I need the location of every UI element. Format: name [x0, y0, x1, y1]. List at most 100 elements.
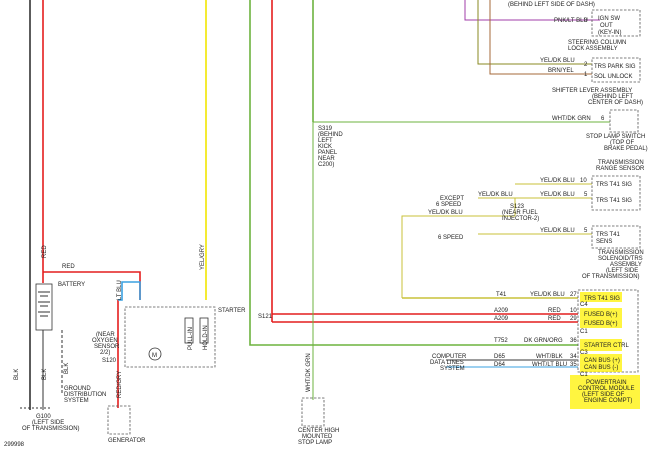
chmsl-1: CENTER HIGH [298, 428, 339, 434]
s319-label-2: (BEHIND [318, 132, 343, 138]
wire-yel-gry: YEL/GRY [200, 244, 206, 270]
wire-d64: D64 [494, 362, 506, 368]
near-o2-2: OXYGEN [92, 338, 118, 344]
trans-sol-3: ASSEMBLY [610, 262, 642, 268]
wire-wht-blk: WHT/BLK [536, 354, 563, 360]
except-6-2: 6 SPEED [436, 202, 462, 208]
wire-wht-lt-blu: WHT/LT BLU [532, 362, 567, 368]
g100-label-3: OF TRANSMISSION) [22, 426, 80, 432]
generator-box [107, 405, 131, 435]
pin-pcm-36: 36 [570, 338, 577, 344]
starter-motor-icon [148, 347, 162, 361]
ground-dist-2: DISTRIBUTION [64, 392, 106, 398]
s319-label-5: PANEL [318, 150, 338, 156]
pcm-conn-4: C1 [580, 372, 588, 378]
wire-t41: T41 [496, 292, 507, 298]
trans-sol-5: OF TRANSMISSION) [582, 274, 640, 280]
trs-park-wire [477, 0, 592, 65]
trs-t41-2: TRS T41 SIG [596, 198, 632, 204]
pcm-conn-1: C4 [580, 302, 588, 308]
near-o2-3: SENSOR [94, 344, 120, 350]
hold-in-coil [199, 317, 209, 344]
wire-yel-dk-blu-5: YEL/DK BLU [540, 228, 575, 234]
pcm-conn-2: C1 [580, 329, 588, 335]
stop-switch-1: STOP LAMP SWITCH [586, 134, 645, 140]
pin-pcm-29: 29 [570, 316, 577, 322]
pcm-pin-2: FUSED B(+) [584, 312, 618, 318]
highlight-starter [580, 339, 622, 351]
s123-label-1: S123 [510, 204, 525, 210]
pin-ign: 3 [584, 18, 588, 24]
trans-sol-2: SOLENOID/TRS [598, 256, 643, 262]
chmsl-3: STOP LAMP [298, 440, 332, 446]
computer-1: COMPUTER [432, 354, 467, 360]
s319-label-4: KICK [318, 144, 332, 150]
pin-trs2: 5 [584, 192, 588, 198]
computer-3: SYSTEM [440, 366, 465, 372]
near-o2-1: (NEAR [96, 332, 115, 338]
highlight-trs [580, 292, 622, 302]
trs-sensor-2: RANGE SENSOR [596, 166, 645, 172]
generator-label: GENERATOR [108, 438, 146, 444]
wire-yel-dk-blu-top: YEL/DK BLU [540, 58, 575, 64]
wire-t752: T752 [494, 338, 508, 344]
shifter-3: CENTER OF DASH) [588, 100, 643, 106]
wire-lt-blu: LT BLU [117, 280, 123, 300]
wire-brn-yel: BRN/YEL [548, 68, 574, 74]
wire-yel-dk-blu-1: YEL/DK BLU [540, 178, 575, 184]
wire-red-2: RED [548, 316, 561, 322]
stop-switch-3: BRAKE PEDAL) [604, 146, 648, 152]
pin-trs-park: 2 [584, 62, 588, 68]
trans-sol-box [591, 225, 641, 249]
s123-label-2: (NEAR FUEL [502, 210, 538, 216]
pin-stop-sw: 6 [601, 116, 605, 122]
pcm-name-1: POWERTRAIN [586, 380, 627, 386]
wire-dk-grn-org: DK GRN/ORG [524, 338, 563, 344]
ign-sw-wire [464, 0, 600, 21]
wire-red-1: RED [548, 308, 561, 314]
wire-blk-2: BLK [42, 369, 48, 380]
computer-2: DATA LINES [430, 360, 464, 366]
steering-2: LOCK ASSEMBLY [568, 46, 618, 52]
s319-label-6: NEAR [318, 156, 335, 162]
trans-sol-1: TRANSMISSION [598, 250, 644, 256]
trs-t41-sens-2: SENS [596, 239, 612, 245]
s319-label-1: S319 [318, 126, 333, 132]
trs-t41-1: TRS T41 SIG [596, 182, 632, 188]
wire-blk-1: BLK [14, 369, 20, 380]
stop-lamp-box [301, 397, 325, 427]
wire-a209-2: A209 [494, 316, 509, 322]
motor-letter: M [152, 353, 157, 359]
hold-in-label: HOLD-IN [203, 325, 209, 350]
ign-sw-2: OUT [600, 23, 613, 29]
s120-label: S120 [102, 358, 117, 364]
stop-switch-box [609, 109, 639, 133]
wire-yel-dk-blu-3: YEL/DK BLU [478, 192, 513, 198]
sol-unlock-wire [489, 0, 592, 75]
lt-blu-wire [118, 281, 141, 301]
shifter-1: SHIFTER LEVER ASSEMBLY [552, 88, 632, 94]
wire-yel-dk-blu-2: YEL/DK BLU [540, 192, 575, 198]
wire-red: RED [62, 264, 75, 270]
battery-symbol [35, 283, 53, 331]
highlight-fused [580, 308, 622, 328]
pcm-pin-5: CAN BUS (+) [584, 358, 620, 364]
pin-trs3: 5 [584, 228, 588, 234]
pin-sol-unlock: 1 [584, 72, 588, 78]
top-note: (BEHIND LEFT SIDE OF DASH) [508, 2, 595, 8]
trans-sol-4: (LEFT SIDE [606, 268, 638, 274]
starter-box [124, 306, 216, 368]
stop-switch-2: (TOP OF [610, 140, 634, 146]
highlight-can [580, 354, 622, 372]
g100-label-2: (LEFT SIDE [32, 420, 64, 426]
pin-pcm-27: 27 [570, 292, 577, 298]
g100-label-1: G100 [36, 414, 51, 420]
pin-pcm-10: 10 [570, 308, 577, 314]
pcm-name-2: CONTROL MODULE [578, 386, 634, 392]
pcm-conn-3: C3 [580, 350, 588, 356]
shifter-box [591, 57, 641, 83]
chmsl-2: MOUNTED [302, 434, 333, 440]
wire-red-gry: RED/GRY [117, 371, 123, 398]
